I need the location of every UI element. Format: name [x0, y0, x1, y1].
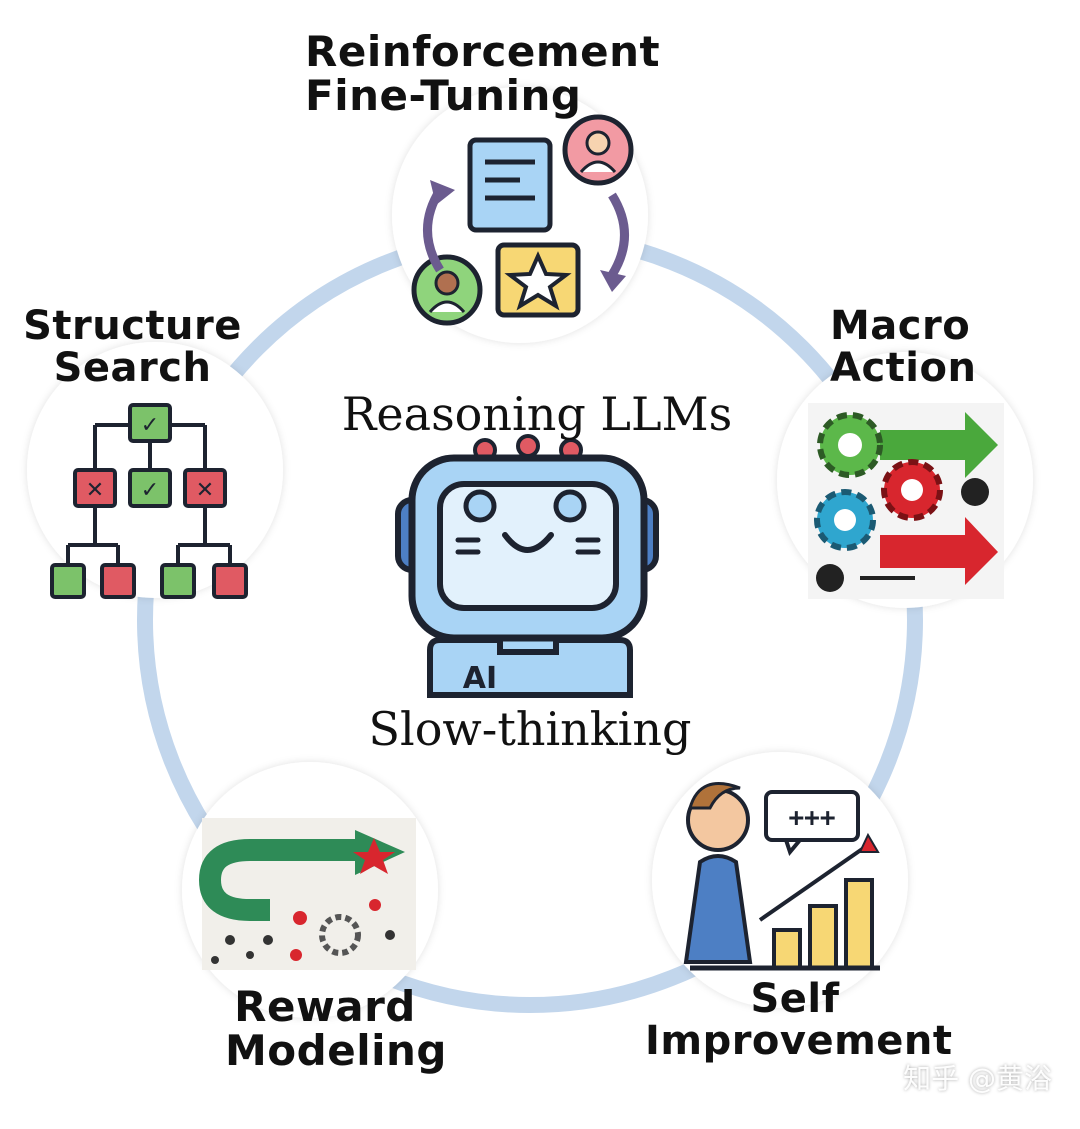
- label-reward: Reward Modeling: [225, 982, 447, 1076]
- label-self-line2: Improvement: [645, 1018, 953, 1064]
- label-structure-line2: Search: [53, 345, 212, 391]
- bubble-text: +++: [789, 803, 836, 833]
- label-macro-line1: Macro: [830, 303, 971, 349]
- macro-action-icon: [808, 403, 1004, 599]
- svg-text:✓: ✓: [141, 413, 159, 438]
- label-structure: Structure Search: [20, 305, 245, 389]
- reward-path-icon: [198, 818, 416, 970]
- label-macro-line2: Action: [830, 345, 977, 391]
- label-self: Self Improvement: [645, 976, 953, 1064]
- svg-text:✕: ✕: [86, 478, 104, 503]
- rft-cycle-icon: [411, 114, 634, 326]
- robot-icon: AI: [395, 434, 659, 698]
- label-rft: Reinforcement Fine-Tuning: [305, 27, 661, 121]
- structure-tree-icon: ✓ ✓ ✕ ✕: [50, 403, 248, 599]
- label-structure-line1: Structure: [23, 303, 242, 349]
- center-subtitle: Slow-thinking: [368, 702, 692, 756]
- label-rft-line1: Reinforcement: [305, 27, 661, 76]
- watermark: 知乎 @黄浴: [903, 1062, 1052, 1095]
- label-reward-line2: Modeling: [225, 1026, 447, 1076]
- label-reward-line1: Reward: [234, 982, 416, 1031]
- svg-text:✕: ✕: [196, 478, 214, 503]
- label-self-line1: Self: [750, 976, 840, 1022]
- label-rft-line2: Fine-Tuning: [305, 71, 582, 121]
- self-improvement-icon: +++: [683, 782, 880, 971]
- label-macro: Macro Action: [830, 305, 990, 389]
- robot-badge-text: AI: [463, 661, 497, 696]
- svg-text:✓: ✓: [141, 478, 159, 503]
- center-title: Reasoning LLMs: [341, 387, 733, 441]
